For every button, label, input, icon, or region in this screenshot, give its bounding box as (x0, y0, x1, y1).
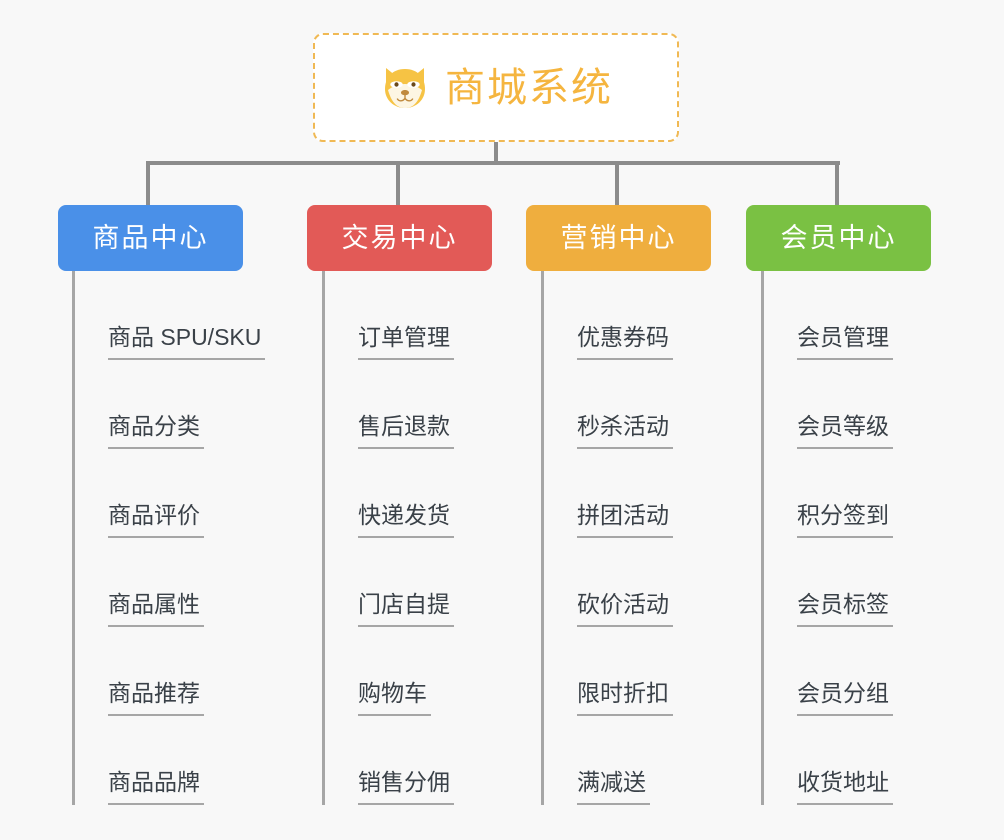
category-label: 营销中心 (560, 222, 677, 253)
connector-root-stem (494, 142, 498, 165)
leaf-item[interactable]: 会员标签 (761, 538, 893, 627)
shiba-dog-icon (385, 67, 425, 108)
leaf-item[interactable]: 会员等级 (761, 360, 893, 449)
leaf-item[interactable]: 优惠券码 (541, 271, 673, 360)
leaf-item-label: 商品分类 (108, 415, 204, 449)
leaf-item[interactable]: 快递发货 (322, 449, 454, 538)
leaf-item[interactable]: 商品品牌 (72, 716, 265, 805)
leaf-item-label: 快递发货 (358, 504, 454, 538)
leaf-item[interactable]: 会员管理 (761, 271, 893, 360)
connector-drop-4 (835, 161, 839, 205)
leaf-item-label: 收货地址 (797, 771, 893, 805)
leaf-item[interactable]: 售后退款 (322, 360, 454, 449)
leaf-item-label: 会员管理 (797, 326, 893, 360)
root-node[interactable]: 商城系统 (313, 33, 679, 142)
leaf-item-label: 售后退款 (358, 415, 454, 449)
leaf-spine (322, 271, 325, 805)
leaf-spine (761, 271, 764, 805)
root-node-content: 商城系统 (379, 62, 613, 114)
leaf-item[interactable]: 满减送 (541, 716, 673, 805)
leaf-item-label: 商品 SPU/SKU (108, 326, 266, 360)
leaf-column-2: 订单管理售后退款快递发货门店自提购物车销售分佣 (322, 271, 454, 805)
leaf-item[interactable]: 商品评价 (72, 449, 265, 538)
leaf-item-label: 会员标签 (797, 593, 893, 627)
leaf-item-label: 秒杀活动 (577, 415, 673, 449)
leaf-item[interactable]: 拼团活动 (541, 449, 673, 538)
category-label: 商品中心 (92, 222, 209, 253)
leaf-item[interactable]: 会员分组 (761, 627, 893, 716)
leaf-item-label: 砍价活动 (577, 593, 673, 627)
leaf-item-label: 限时折扣 (577, 682, 673, 716)
category-box-2[interactable]: 交易中心 (307, 205, 492, 271)
category-box-1[interactable]: 商品中心 (58, 205, 243, 271)
leaf-item[interactable]: 砍价活动 (541, 538, 673, 627)
leaf-item[interactable]: 秒杀活动 (541, 360, 673, 449)
leaf-item[interactable]: 收货地址 (761, 716, 893, 805)
category-label: 会员中心 (780, 222, 897, 253)
leaf-item-label: 拼团活动 (577, 504, 673, 538)
connector-drop-1 (146, 161, 150, 205)
leaf-item[interactable]: 销售分佣 (322, 716, 454, 805)
leaf-item-label: 积分签到 (797, 504, 893, 538)
leaf-item-label: 订单管理 (358, 326, 454, 360)
leaf-item[interactable]: 订单管理 (322, 271, 454, 360)
leaf-item-label: 商品推荐 (108, 682, 204, 716)
leaf-item[interactable]: 商品分类 (72, 360, 265, 449)
category-box-4[interactable]: 会员中心 (746, 205, 931, 271)
leaf-item-label: 商品评价 (108, 504, 204, 538)
connector-drop-2 (396, 161, 400, 205)
leaf-item-label: 门店自提 (358, 593, 454, 627)
leaf-column-4: 会员管理会员等级积分签到会员标签会员分组收货地址 (761, 271, 893, 805)
leaf-spine (72, 271, 75, 805)
leaf-item-label: 商品属性 (108, 593, 204, 627)
leaf-item-label: 购物车 (358, 682, 431, 716)
leaf-item-label: 商品品牌 (108, 771, 204, 805)
leaf-item[interactable]: 购物车 (322, 627, 454, 716)
leaf-column-3: 优惠券码秒杀活动拼团活动砍价活动限时折扣满减送 (541, 271, 673, 805)
leaf-item-label: 销售分佣 (358, 771, 454, 805)
leaf-item[interactable]: 商品推荐 (72, 627, 265, 716)
leaf-item[interactable]: 限时折扣 (541, 627, 673, 716)
leaf-item[interactable]: 商品属性 (72, 538, 265, 627)
leaf-item[interactable]: 门店自提 (322, 538, 454, 627)
leaf-item-label: 满减送 (577, 771, 650, 805)
leaf-item[interactable]: 商品 SPU/SKU (72, 271, 266, 360)
category-label: 交易中心 (341, 222, 458, 253)
root-title: 商城系统 (445, 65, 613, 110)
category-box-3[interactable]: 营销中心 (526, 205, 711, 271)
leaf-spine (541, 271, 544, 805)
leaf-item[interactable]: 积分签到 (761, 449, 893, 538)
leaf-item-label: 优惠券码 (577, 326, 673, 360)
connector-horizontal-bus (148, 161, 840, 165)
connector-drop-3 (615, 161, 619, 205)
leaf-item-label: 会员分组 (797, 682, 893, 716)
leaf-column-1: 商品 SPU/SKU 商品分类商品评价商品属性商品推荐商品品牌 (72, 271, 266, 805)
leaf-item-label: 会员等级 (797, 415, 893, 449)
